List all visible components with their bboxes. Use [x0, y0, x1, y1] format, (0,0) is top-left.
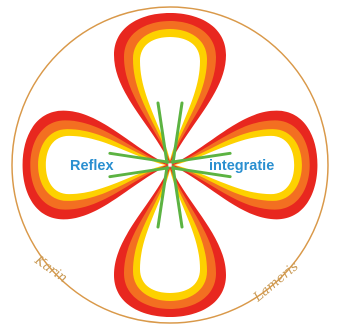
signature-karin: Karin [31, 252, 70, 286]
word-integratie: integratie [209, 158, 274, 174]
petal-top [114, 13, 226, 164]
word-reflex: Reflex [70, 158, 114, 174]
signature-lameris: Lameris [250, 259, 302, 306]
petal-bottom [114, 166, 226, 317]
